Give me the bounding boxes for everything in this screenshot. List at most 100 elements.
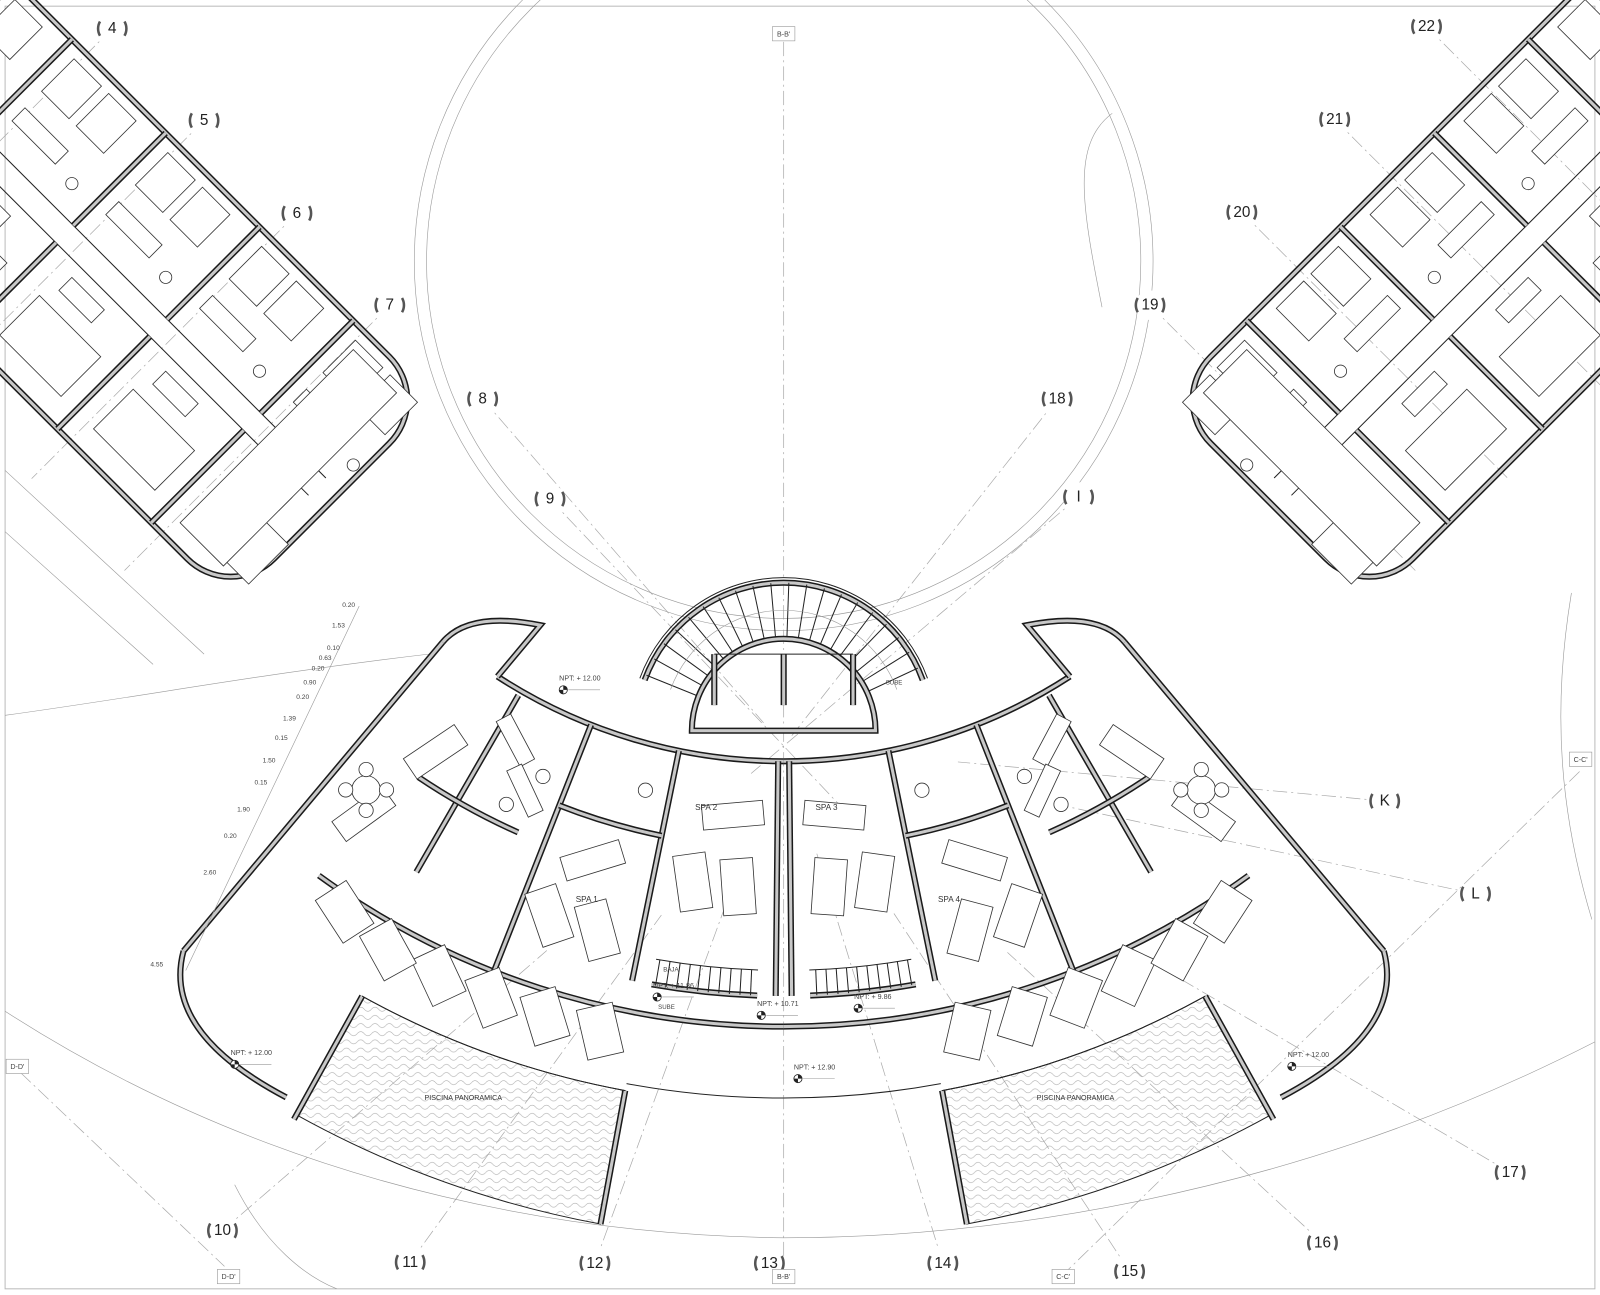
stair-tread: [819, 594, 842, 647]
stair-tread: [688, 616, 726, 661]
pool-label: PISCINA PANORAMICA: [1037, 1094, 1115, 1102]
terrace-edge: [626, 1083, 784, 1099]
site-curve: [1083, 113, 1113, 308]
site-curve: [4, 1011, 1596, 1239]
grid-bubble-label: 18: [1049, 391, 1066, 408]
partition-wall-fill: [150, 429, 245, 524]
grid-bubble-bracket: [1063, 489, 1094, 505]
bed: [169, 186, 231, 248]
stair-tread: [786, 582, 790, 639]
sun-lounger: [464, 966, 518, 1029]
dimension-value: 0.10: [327, 645, 340, 652]
grid-bubble-label: 8: [478, 391, 487, 408]
bed: [134, 151, 196, 214]
dimension-value: 1.53: [332, 623, 345, 630]
stair-tread: [854, 637, 899, 674]
section-marker: [217, 1269, 241, 1285]
axis-d-d: [20, 1072, 225, 1267]
level-marker-icon-fill: [1287, 1062, 1296, 1071]
partition-wall-fill: [56, 335, 151, 430]
bed: [263, 280, 325, 342]
desk: [58, 276, 105, 324]
section-marker: [772, 26, 796, 42]
level-marker-label: NPT: + 9.86: [854, 993, 891, 1001]
axis-c-c: [1066, 771, 1580, 1272]
chair: [338, 782, 354, 798]
dimension-value: 1.39: [283, 715, 296, 722]
sun-lounger: [314, 879, 375, 944]
grid-bubble-bracket: [1134, 297, 1166, 313]
section-marker-label: B-B': [777, 1273, 790, 1281]
stair-tread: [739, 969, 742, 995]
sheet-frame: [4, 5, 1596, 1290]
section-marker-label: D-D': [10, 1063, 24, 1071]
grid-bubble-bracket: [188, 112, 220, 129]
grid-bubble-bracket: [1319, 111, 1351, 128]
partition-wall-fill: [0, 38, 73, 133]
grid-line: [1426, 26, 1600, 201]
chair: [358, 761, 374, 778]
grid-bubble-bracket: [1494, 1164, 1526, 1181]
grid-bubble-bracket: [1411, 18, 1442, 35]
stair-tread: [707, 966, 712, 993]
wing-body: [0, 0, 419, 585]
section-marker: [5, 1058, 29, 1074]
grid-line: [816, 853, 944, 1264]
bathtub: [105, 201, 163, 259]
grid-line: [124, 304, 391, 571]
room-label: SPA 1: [576, 895, 599, 904]
core-partition-fill: [712, 654, 855, 706]
grid-line: [791, 398, 1058, 736]
sun-lounger: [519, 986, 571, 1047]
level-marker-label: NPT: + 11.86: [653, 982, 694, 990]
level-marker-icon-fill: [757, 1011, 766, 1020]
lounge-furniture: [179, 348, 398, 567]
grid-bubble-bracket: [374, 297, 406, 313]
grid-bubble-bracket: [1460, 886, 1491, 902]
section-marker-label: C-C': [1056, 1273, 1070, 1281]
stair-tread: [861, 651, 910, 683]
site-line: [4, 470, 205, 665]
level-marker-icon-fill: [230, 1060, 239, 1069]
grid-bubble-bracket: [394, 1254, 426, 1271]
stair-tread: [655, 959, 661, 986]
pool-edge: [361, 995, 626, 1092]
partition-wall-fill: [166, 225, 261, 321]
stair-tread: [829, 602, 859, 652]
grid-bubble-bracket: [1369, 793, 1401, 809]
stair-direction-label: BAJA: [663, 966, 679, 973]
pool-side-wall-fill: [599, 1090, 627, 1225]
room-label: SPA 2: [695, 803, 718, 812]
bed: [524, 883, 575, 948]
toilet: [159, 270, 173, 284]
level-marker-label: NPT: + 12.00: [1288, 1051, 1329, 1059]
grid-bubble-bracket: [534, 491, 566, 507]
desk: [0, 183, 12, 230]
level-marker-icon-fill: [793, 1074, 803, 1083]
level-marker-icon-fill: [559, 685, 568, 694]
stair-tread: [797, 584, 808, 641]
dimension-value: 1.50: [263, 757, 276, 764]
left-wing: [0, 0, 419, 585]
grid-bubble-label: 20: [1233, 204, 1250, 221]
spa-party-wall-fill: [774, 761, 780, 996]
grid-bubble-label: 10: [214, 1222, 231, 1239]
central-stair-core: [639, 577, 928, 734]
stair-tread: [697, 965, 702, 992]
grid-line: [1140, 955, 1511, 1173]
section-marker-label: D-D': [222, 1273, 236, 1281]
toilet: [535, 768, 551, 784]
grid-bubble-label: 12: [586, 1255, 603, 1272]
toilet: [65, 177, 79, 191]
partition-wall-fill: [259, 319, 355, 415]
grid-bubble-label: 14: [934, 1255, 952, 1272]
spa-wall-fill: [492, 724, 593, 973]
stair-edge: [656, 958, 759, 971]
bathtub: [495, 713, 536, 768]
stair-tread: [718, 967, 722, 994]
stair-tread: [866, 667, 918, 693]
grid-bubble-bracket: [1307, 1235, 1338, 1251]
corridor-wall-fill: [496, 675, 784, 763]
chair: [378, 782, 395, 798]
